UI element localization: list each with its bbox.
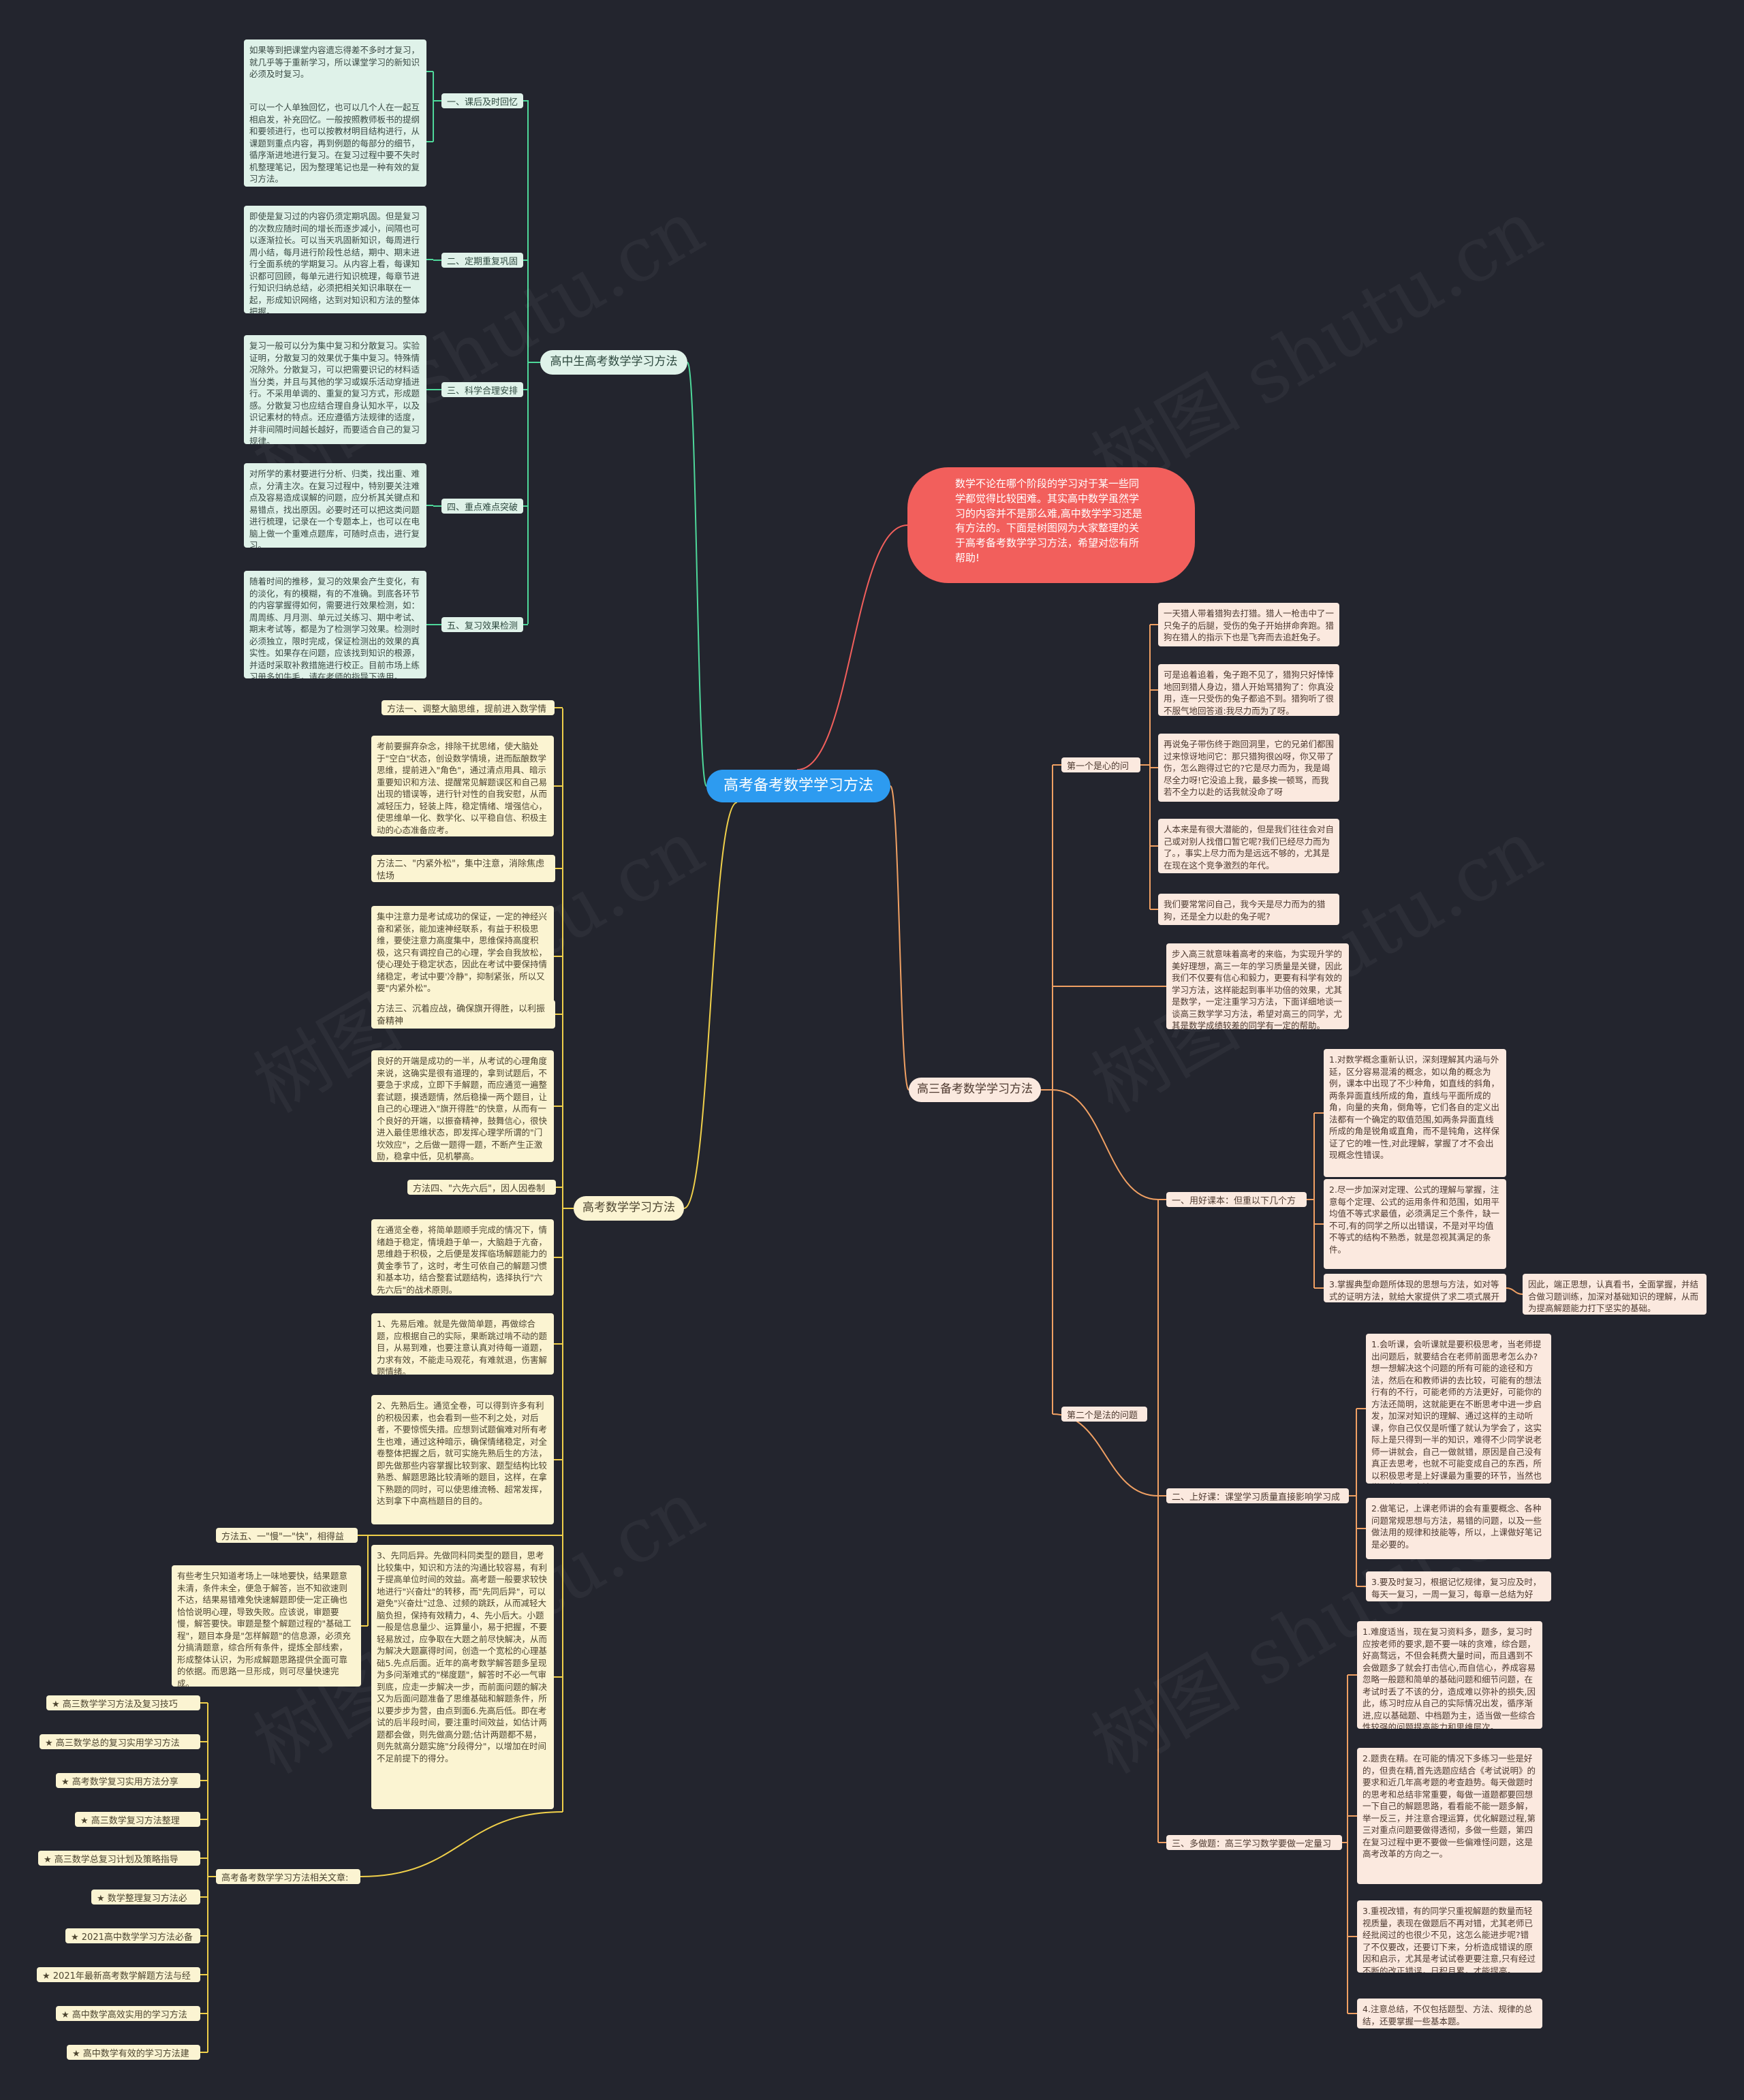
b1-topic-1[interactable]: 一、课后及时回忆 xyxy=(441,93,523,108)
b2-method-1-detail: 考前要摒弃杂念，排除干扰思绪，使大脑处于"空白"状态，创设数学情境，进而酝酿数学… xyxy=(371,736,554,836)
related-article-link[interactable]: ★ 高三数学学习方法及复习技巧2021 xyxy=(46,1695,200,1710)
senior-method-1-detail: 3.掌握典型命题所体现的思想与方法，如对等式的证明方法，就给大家提供了求二项式展… xyxy=(1324,1274,1506,1302)
root-topic[interactable]: 高考备考数学学习方法 xyxy=(706,770,890,802)
connector xyxy=(687,362,707,787)
b1-topic-2[interactable]: 二、定期重复巩固 xyxy=(441,253,523,268)
related-article-link[interactable]: ★ 2021年最新高考数学解题方法与经验 xyxy=(37,1967,200,1982)
connector xyxy=(1052,1089,1159,1200)
b2-method-2-detail: 集中注意力是考试成功的保证，一定的神经兴奋和紧张，能加速神经联系，有益于积极思维… xyxy=(371,906,554,1007)
b1-topic-4[interactable]: 四、重点难点突破 xyxy=(441,499,523,514)
related-article-link[interactable]: ★ 高三数学复习方法整理2021 xyxy=(75,1812,200,1827)
story-paragraph: 再说兔子带伤终于跑回洞里，它的兄弟们都围过来惊讶地问它：那只猎狗很凶呀，你又带了… xyxy=(1158,734,1339,802)
senior-method-3-detail: 1.难度适当，现在复习资料多，题多，复习时应按老师的要求,题不要一味的贪难，综合… xyxy=(1357,1621,1542,1729)
b2-method-2[interactable]: 方法二、"内紧外松"，集中注意，消除焦虑怯场 xyxy=(371,855,555,882)
connector xyxy=(1052,1413,1159,1496)
b2-method-5[interactable]: 方法五、一"慢"一"快"，相得益彰 xyxy=(216,1528,358,1543)
related-article-link[interactable]: ★ 高中数学有效的学习方法建议 xyxy=(67,2045,200,2060)
related-articles-label[interactable]: 高考备考数学学习方法相关文章: xyxy=(216,1869,360,1884)
b2-method-4-detail: 在通览全卷，将简单题顺手完成的情况下，情绪趋于稳定，情境趋于单一，大脑趋于亢奋，… xyxy=(371,1219,554,1296)
senior-method-1-conclusion: 因此，端正思想，认真看书，全面掌握，并结合做习题训练，加深对基础知识的理解，从而… xyxy=(1523,1274,1707,1315)
story-paragraph: 人本来是有很大潜能的，但是我们往往会对自己或对别人找借口暂它呢?我们已经尽力而为… xyxy=(1158,819,1339,873)
branch-method-problem[interactable]: 第二个是法的问题 xyxy=(1061,1407,1147,1422)
story-paragraph: 可是追着追着，兔子跑不见了，猎狗只好悻悻地回到猎人身边，猎人开始骂猎狗了：你真没… xyxy=(1158,664,1339,716)
branch-exam-methods[interactable]: 高考数学学习方法 xyxy=(574,1196,684,1221)
b2-method-4-detail: 2、先熟后生。通览全卷，可以得到许多有利的积极因素，也会看到一些不利之处，对后者… xyxy=(371,1395,554,1524)
b1-topic-1-detail: 如果等到把课堂内容遗忘得差不多时才复习，就几乎等于重新学习，所以课堂学习的新知识… xyxy=(244,40,426,104)
related-article-link[interactable]: ★ 高三数学总复习计划及策略指导2021 xyxy=(38,1851,200,1866)
senior-method-3[interactable]: 三、多做题：高三学习数学要做一定量习题 xyxy=(1166,1835,1342,1850)
senior-method-3-detail: 3.重视改错，有的同学只重视解题的数量而轻视质量，表现在做题后不再对错，尤其老师… xyxy=(1357,1900,1542,1973)
b2-method-5-detail: 有些考生只知道考场上一味地要快，结果题意未清，条件未全，便急于解答，岂不知欲速则… xyxy=(172,1565,361,1687)
senior-method-2[interactable]: 二、上好课：课堂学习质量直接影响学习成绩 xyxy=(1166,1488,1349,1503)
b2-method-4[interactable]: 方法四、"六先六后"，因人因卷制宜 xyxy=(407,1180,556,1195)
senior-method-2-detail: 2.做笔记，上课老师讲的会有重要概念、各种问题常规思想与方法，易错的问题，以及一… xyxy=(1366,1498,1551,1559)
b1-topic-5[interactable]: 五、复习效果检测 xyxy=(441,617,523,632)
related-article-link[interactable]: ★ 高中数学高效实用的学习方法建议 xyxy=(56,2006,200,2021)
intro-bubble[interactable]: 数学不论在哪个阶段的学习对于某一些同学都觉得比较困难。其实高中数学虽然学习的内容… xyxy=(907,467,1195,583)
senior-method-1[interactable]: 一、用好课本：但重以下几个方面 xyxy=(1166,1192,1307,1207)
b2-method-4-detail: 3、先同后异。先做同科同类型的题目，思考比较集中，知识和方法的沟通比较容易，有利… xyxy=(371,1545,554,1809)
connector xyxy=(683,802,738,1209)
connector xyxy=(360,1811,563,1877)
b1-topic-1-detail: 可以一个人单独回忆，也可以几个人在一起互相启发，补充回忆。一般按照教师板书的提纲… xyxy=(244,97,426,187)
senior-intro: 步入高三就意味着高考的来临，为实现升学的美好理想，高三一年的学习质量是关键，因此… xyxy=(1166,943,1349,1029)
b1-topic-3-detail: 复习一般可以分为集中复习和分散复习。实验证明，分散复习的效果优于集中复习。特殊情… xyxy=(244,335,426,444)
branch-highschool-methods[interactable]: 高中生高考数学学习方法 xyxy=(540,350,687,375)
connector xyxy=(796,524,908,770)
related-article-link[interactable]: ★ 2021高中数学学习方法必备的 xyxy=(65,1928,200,1943)
b2-method-4-detail: 1、先易后难。就是先做简单题，再做综合题，应根据自己的实际，果断跳过啃不动的题目… xyxy=(371,1313,554,1375)
senior-method-2-detail: 3.要及时复习，根据记忆规律，复习应及时，每天一复习，一周一复习，每章一总结为好 xyxy=(1366,1571,1551,1601)
senior-method-2-detail: 1.会听课，会听课就是要积极思考，当老师提出问题后，就要结合在老师前面思考怎么办… xyxy=(1366,1334,1551,1484)
story-paragraph: 我们要常常问自己，我今天是尽力而为的猎狗，还是全力以赴的兔子呢? xyxy=(1158,894,1339,925)
b1-topic-4-detail: 对所学的素材要进行分析、归类，找出重、难点，分清主次。在复习过程中，特别要关注难… xyxy=(244,463,426,548)
related-article-link[interactable]: ★ 高三数学总的复习实用学习方法2021 xyxy=(40,1734,200,1749)
branch-heart-problem[interactable]: 第一个是心的问题 xyxy=(1061,757,1140,772)
b2-method-3[interactable]: 方法三、沉着应战，确保旗开得胜，以利振奋精神 xyxy=(371,1000,555,1029)
related-article-link[interactable]: ★ 高考数学复习实用方法分享2021 xyxy=(56,1773,200,1788)
senior-method-1-detail: 2.尽一步加深对定理、公式的理解与掌握，注意每个定理、公式的运用条件和范围，如用… xyxy=(1324,1179,1506,1269)
b1-topic-2-detail: 即使是复习过的内容仍须定期巩固。但是复习的次数应随时间的增长而逐步减小，间隔也可… xyxy=(244,206,426,313)
connector xyxy=(890,785,909,1091)
branch-senior-methods[interactable]: 高三备考数学学习方法 xyxy=(909,1078,1041,1102)
b1-topic-5-detail: 随着时间的推移，复习的效果会产生变化，有的淡化，有的模糊，有的不准确。到底各环节… xyxy=(244,571,426,678)
connector xyxy=(1506,1287,1523,1295)
senior-method-3-detail: 4.注意总结，不仅包括题型、方法、规律的总结，还要掌握一些基本题。 xyxy=(1357,1999,1542,2028)
story-paragraph: 一天猎人带着猎狗去打猎。猎人一枪击中了一只兔子的后腿，受伤的兔子开始拼命奔跑。猎… xyxy=(1158,603,1339,646)
b1-topic-3[interactable]: 三、科学合理安排 xyxy=(441,382,523,397)
related-article-link[interactable]: ★ 数学整理复习方法必看 xyxy=(91,1890,200,1905)
b2-method-3-detail: 良好的开端是成功的一半，从考试的心理角度来说，这确实是很有道理的，拿到试题后，不… xyxy=(371,1050,554,1162)
senior-method-3-detail: 2.题贵在精。在可能的情况下多练习一些是好的，但贵在精,首先选题应结合《考试说明… xyxy=(1357,1748,1542,1884)
b2-method-1[interactable]: 方法一、调整大脑思维，提前进入数学情境 xyxy=(382,700,555,715)
senior-method-1-detail: 1.对数学概念重新认识，深刻理解其内涵与外延，区分容易混淆的概念，如以角的概念为… xyxy=(1324,1049,1506,1177)
